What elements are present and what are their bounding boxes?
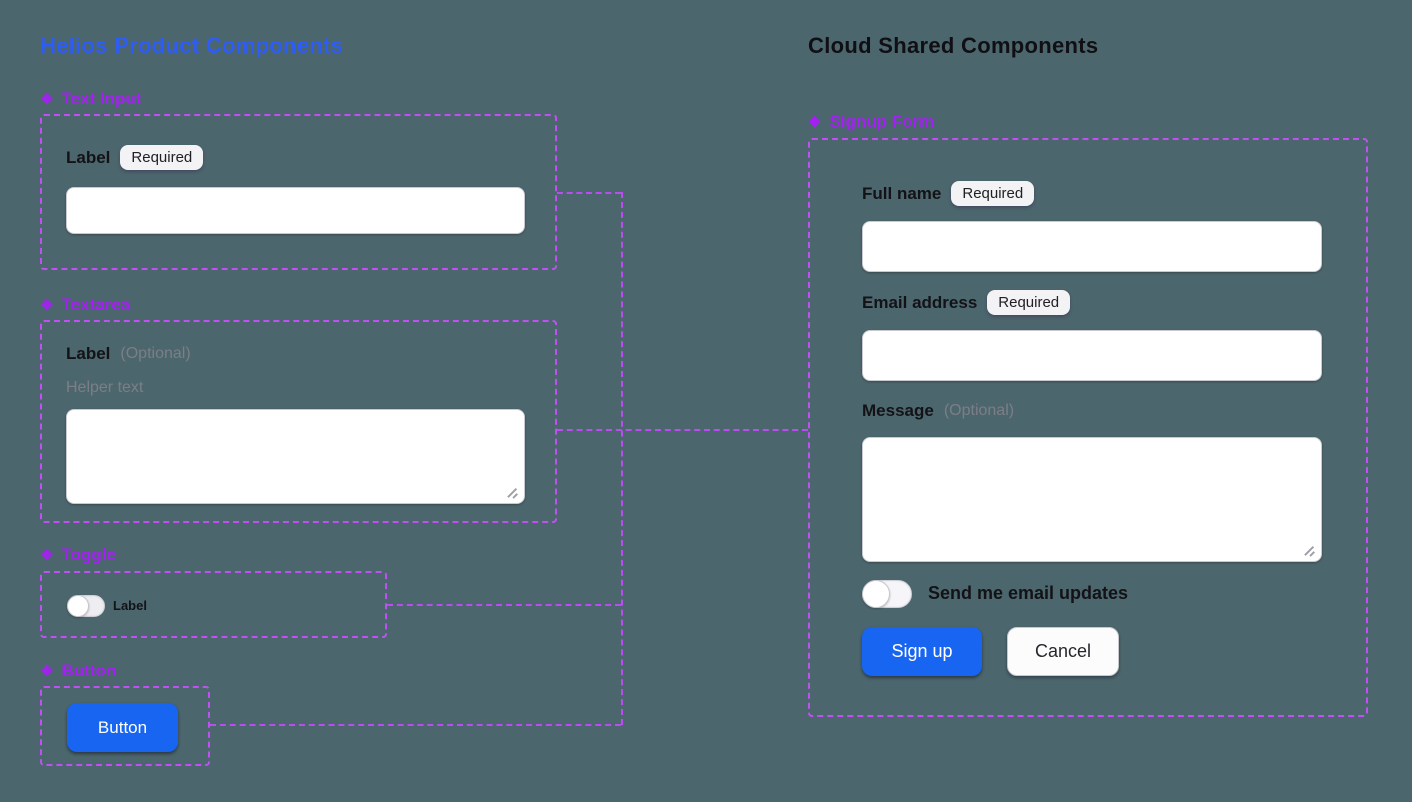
component-tag-textarea: ❖ Textarea bbox=[40, 295, 130, 315]
component-tag-label: Signup Form bbox=[829, 112, 935, 131]
textarea-label-row: Label (Optional) bbox=[66, 344, 191, 364]
email-label: Email address bbox=[862, 292, 978, 312]
full-name-label: Full name bbox=[862, 183, 942, 203]
message-textarea[interactable] bbox=[862, 437, 1322, 562]
cancel-button[interactable]: Cancel bbox=[1007, 627, 1119, 676]
textarea-field[interactable] bbox=[66, 409, 525, 504]
sign-up-button[interactable]: Sign up bbox=[862, 627, 982, 676]
message-label-row: Message (Optional) bbox=[862, 401, 1014, 421]
component-tag-label: Text Input bbox=[61, 89, 142, 108]
connector-bus-vertical bbox=[621, 192, 623, 725]
required-badge: Required bbox=[951, 181, 1035, 206]
toggle-label: Label bbox=[113, 598, 147, 613]
component-diamond-icon: ❖ bbox=[808, 113, 822, 131]
right-panel-title: Cloud Shared Components bbox=[808, 33, 1099, 58]
component-diamond-icon: ❖ bbox=[40, 662, 54, 680]
component-tag-label: Toggle bbox=[61, 545, 116, 564]
full-name-label-row: Full name Required bbox=[862, 181, 1035, 206]
toggle-component-frame bbox=[40, 571, 387, 638]
component-tag-button: ❖ Button bbox=[40, 661, 116, 681]
toggle-knob bbox=[67, 595, 89, 617]
left-panel-title: Helios Product Components bbox=[40, 33, 344, 58]
connector-textarea-to-signup-form bbox=[557, 429, 808, 431]
button-component-frame bbox=[40, 686, 210, 766]
connector-text-input-to-bus bbox=[557, 192, 621, 194]
component-diamond-icon: ❖ bbox=[40, 546, 54, 564]
component-tag-toggle: ❖ Toggle bbox=[40, 545, 116, 565]
component-diamond-icon: ❖ bbox=[40, 296, 54, 314]
email-label-row: Email address Required bbox=[862, 290, 1071, 315]
toggle-switch[interactable] bbox=[67, 595, 105, 617]
full-name-input[interactable] bbox=[862, 221, 1322, 272]
component-diamond-icon: ❖ bbox=[40, 90, 54, 108]
resize-grip-icon[interactable] bbox=[1303, 544, 1317, 558]
component-tag-label: Textarea bbox=[61, 295, 131, 314]
email-updates-toggle[interactable] bbox=[862, 580, 912, 608]
email-updates-label: Send me email updates bbox=[928, 583, 1129, 603]
text-input-field[interactable] bbox=[66, 187, 525, 234]
textarea-helper-row: Helper text bbox=[66, 379, 143, 397]
optional-hint: (Optional) bbox=[943, 402, 1015, 419]
connector-button-to-bus bbox=[210, 724, 621, 726]
email-updates-label-row: Send me email updates bbox=[928, 583, 1128, 604]
optional-hint: (Optional) bbox=[120, 345, 191, 362]
text-input-label-row: Label Required bbox=[66, 145, 204, 170]
toggle-knob bbox=[862, 580, 890, 608]
resize-grip-icon[interactable] bbox=[506, 486, 520, 500]
textarea-component-frame bbox=[40, 320, 557, 523]
helper-text: Helper text bbox=[66, 379, 144, 396]
required-badge: Required bbox=[120, 145, 204, 170]
signup-form-frame bbox=[808, 138, 1368, 717]
connector-toggle-to-bus bbox=[387, 604, 621, 606]
component-tag-text-input: ❖ Text Input bbox=[40, 89, 141, 109]
required-badge: Required bbox=[987, 290, 1071, 315]
sample-button[interactable]: Button bbox=[67, 703, 178, 752]
component-tag-label: Button bbox=[61, 661, 117, 680]
toggle-label-row: Label bbox=[113, 598, 147, 613]
component-tag-signup-form: ❖ Signup Form bbox=[808, 112, 934, 132]
textarea-label: Label bbox=[66, 344, 111, 363]
message-label: Message bbox=[862, 401, 934, 420]
email-input[interactable] bbox=[862, 330, 1322, 381]
text-input-component-frame bbox=[40, 114, 557, 270]
text-input-label: Label bbox=[66, 147, 111, 167]
